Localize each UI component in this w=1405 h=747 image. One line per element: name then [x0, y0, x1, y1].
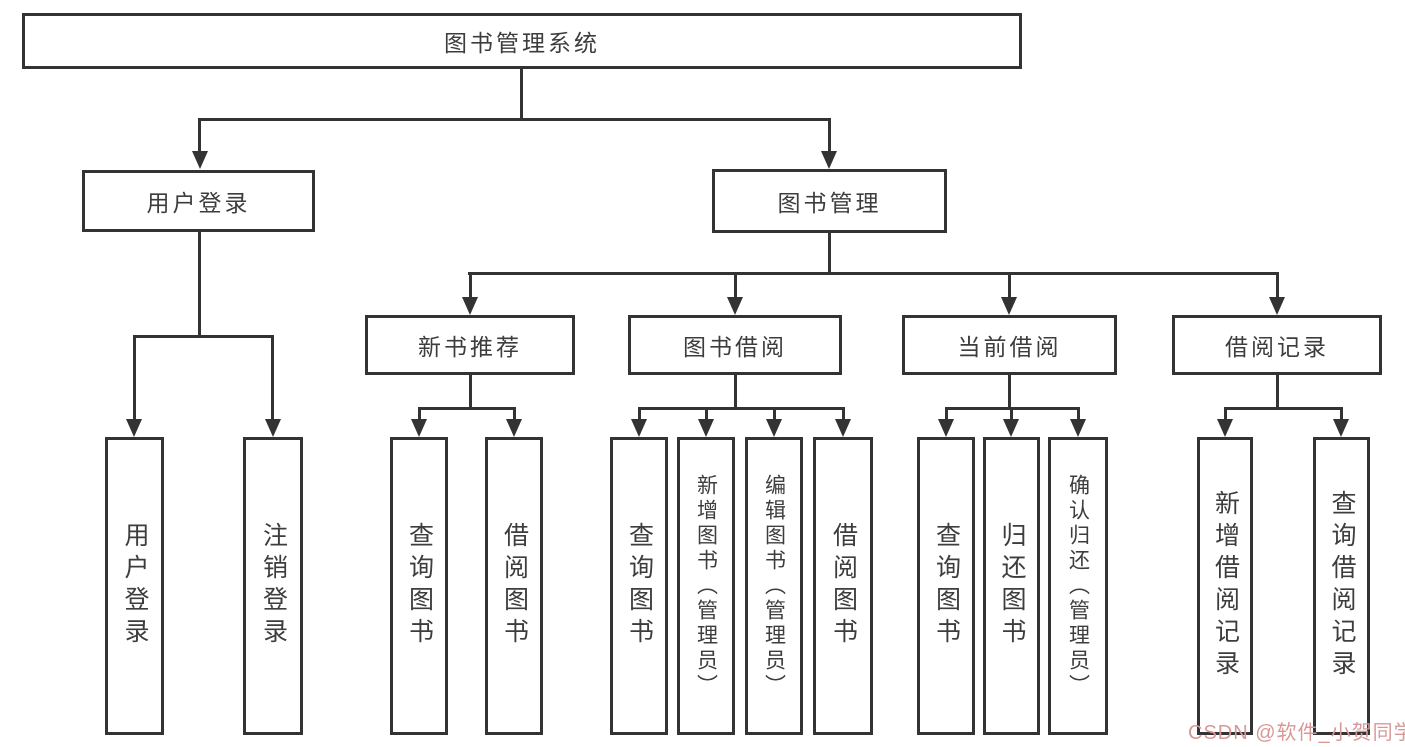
leaf-records-query-label: 查询借阅记录: [1328, 490, 1356, 682]
leaf-borrow-query: 查询图书: [610, 437, 668, 735]
leaf-newbooks-query-label: 查询图书: [405, 522, 434, 650]
connector-user-login-split: [133, 335, 274, 338]
connector-drop-new-books: [469, 272, 472, 298]
leaf-borrow-edit-label: 编辑图书（管理员）: [762, 473, 786, 699]
connector-new-books-stem: [469, 375, 472, 407]
node-user-login: 用户登录: [82, 170, 315, 232]
connector-book-mgmt-stem: [828, 233, 831, 272]
arrowhead-borrow-records-icon: [1269, 297, 1285, 315]
arrowhead-nb-borrow-icon: [506, 419, 522, 437]
node-book-borrow: 图书借阅: [628, 315, 842, 375]
arrowhead-user-login-icon: [192, 151, 208, 169]
connector-drop-current-borrow: [1008, 272, 1011, 298]
connector-book-mgmt-split: [468, 272, 1279, 275]
leaf-current-query-label: 查询图书: [932, 522, 961, 650]
connector-drop-cb-query: [945, 407, 948, 421]
connector-borrow-records-stem: [1276, 375, 1279, 407]
arrowhead-cb-query-icon: [938, 419, 954, 437]
connector-user-login-stem: [198, 232, 201, 335]
arrowhead-leaf-logout-icon: [265, 419, 281, 437]
leaf-borrow-query-label: 查询图书: [625, 522, 654, 650]
connector-drop-br-add: [1224, 407, 1227, 421]
leaf-borrow-borrow-label: 借阅图书: [829, 522, 858, 650]
arrowhead-bb-borrow-icon: [835, 419, 851, 437]
connector-current-borrow-stem: [1008, 375, 1011, 407]
arrowhead-leaf-user-login-icon: [126, 419, 142, 437]
connector-drop-book-mgmt: [828, 118, 831, 151]
node-current-borrow-label: 当前借阅: [957, 334, 1062, 360]
arrowhead-bb-edit-icon: [766, 419, 782, 437]
connector-borrow-records-split: [1224, 407, 1342, 410]
arrowhead-nb-query-icon: [411, 419, 427, 437]
arrowhead-current-borrow-icon: [1001, 297, 1017, 315]
leaf-current-query: 查询图书: [917, 437, 975, 735]
connector-drop-leaf-user-login: [133, 335, 136, 420]
connector-drop-br-query: [1340, 407, 1343, 421]
connector-root-split: [198, 118, 830, 121]
node-borrow-records-label: 借阅记录: [1225, 334, 1329, 360]
connector-drop-user-login: [198, 118, 201, 151]
leaf-current-return: 归还图书: [983, 437, 1040, 735]
leaf-user-login: 用户登录: [105, 437, 164, 735]
arrowhead-cb-confirm-icon: [1070, 419, 1086, 437]
leaf-records-add: 新增借阅记录: [1197, 437, 1253, 735]
node-root: 图书管理系统: [22, 13, 1022, 69]
leaf-borrow-edit: 编辑图书（管理员）: [745, 437, 803, 735]
connector-drop-book-borrow: [734, 272, 737, 298]
connector-drop-bb-borrow: [842, 407, 845, 421]
node-book-mgmt: 图书管理: [712, 169, 947, 233]
connector-root-stem: [520, 69, 523, 121]
connector-book-borrow-split: [638, 407, 844, 410]
arrowhead-bb-add-icon: [698, 419, 714, 437]
connector-drop-cb-return: [1010, 407, 1013, 421]
connector-new-books-split: [418, 407, 515, 410]
node-current-borrow: 当前借阅: [902, 315, 1117, 375]
leaf-borrow-add: 新增图书（管理员）: [677, 437, 735, 735]
node-new-books-label: 新书推荐: [418, 334, 522, 360]
connector-drop-bb-query: [638, 407, 641, 421]
connector-book-borrow-stem: [734, 375, 737, 407]
connector-drop-borrow-records: [1276, 272, 1279, 298]
node-user-login-label: 用户登录: [146, 190, 251, 216]
arrowhead-book-mgmt-icon: [821, 151, 837, 169]
leaf-newbooks-query: 查询图书: [390, 437, 448, 735]
node-book-borrow-label: 图书借阅: [683, 334, 787, 360]
connector-drop-bb-add: [705, 407, 708, 421]
leaf-current-confirm-label: 确认归还（管理员）: [1066, 473, 1090, 699]
arrowhead-cb-return-icon: [1003, 419, 1019, 437]
leaf-newbooks-borrow-label: 借阅图书: [500, 522, 529, 650]
leaf-logout-label: 注销登录: [259, 522, 288, 650]
leaf-current-return-label: 归还图书: [998, 522, 1026, 650]
leaf-records-add-label: 新增借阅记录: [1211, 490, 1240, 682]
node-book-mgmt-label: 图书管理: [777, 190, 882, 216]
arrowhead-br-add-icon: [1217, 419, 1233, 437]
leaf-borrow-add-label: 新增图书（管理员）: [694, 473, 718, 699]
leaf-logout: 注销登录: [243, 437, 303, 735]
leaf-current-confirm: 确认归还（管理员）: [1048, 437, 1108, 735]
leaf-user-login-label: 用户登录: [121, 522, 149, 650]
arrowhead-bb-query-icon: [631, 419, 647, 437]
node-borrow-records: 借阅记录: [1172, 315, 1382, 375]
arrowhead-new-books-icon: [462, 297, 478, 315]
leaf-newbooks-borrow: 借阅图书: [485, 437, 543, 735]
node-root-label: 图书管理系统: [444, 30, 600, 56]
arrowhead-br-query-icon: [1333, 419, 1349, 437]
node-new-books: 新书推荐: [365, 315, 575, 375]
leaf-records-query: 查询借阅记录: [1313, 437, 1370, 735]
arrowhead-book-borrow-icon: [727, 297, 743, 315]
connector-drop-leaf-logout: [271, 335, 274, 420]
connector-drop-nb-borrow: [513, 407, 516, 421]
watermark: CSDN @软件_小贺同学: [1188, 722, 1405, 744]
connector-drop-cb-confirm: [1077, 407, 1080, 421]
connector-drop-bb-edit: [773, 407, 776, 421]
leaf-borrow-borrow: 借阅图书: [813, 437, 873, 735]
connector-drop-nb-query: [418, 407, 421, 421]
